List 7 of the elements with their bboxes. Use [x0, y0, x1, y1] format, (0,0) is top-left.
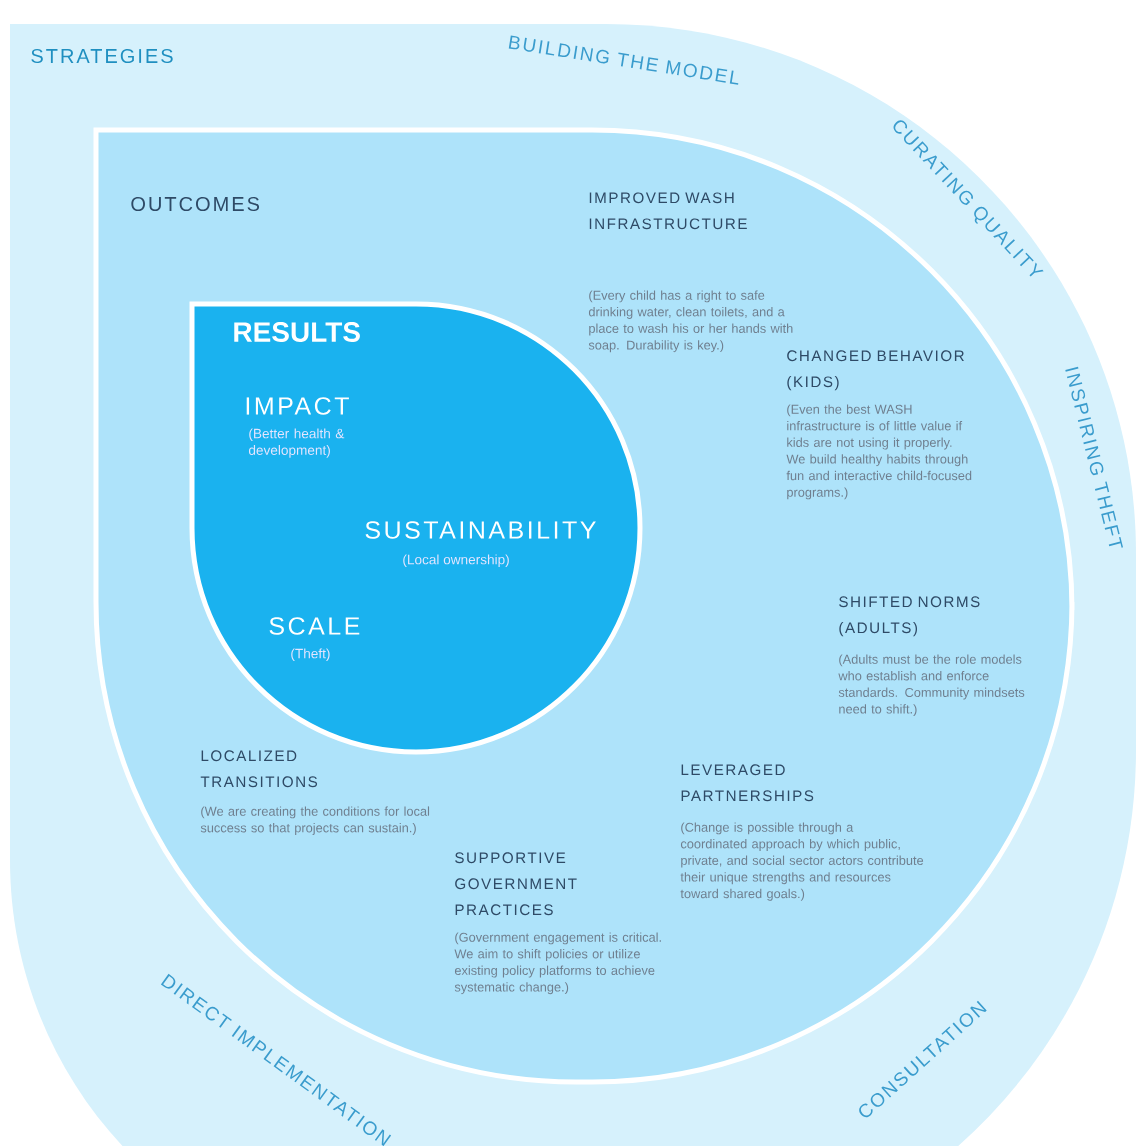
- result-heading: IMPACT: [246, 397, 349, 415]
- area-heading: RESULTS: [234, 322, 360, 342]
- result-heading: SCALE: [269, 617, 360, 635]
- area-heading: OUTCOMES: [131, 196, 260, 212]
- band-heading: STRATEGIES: [31, 48, 173, 64]
- curved-label: BUILDING THE MODEL: [508, 35, 739, 85]
- result-heading: SUSTAINABILITY: [365, 521, 596, 539]
